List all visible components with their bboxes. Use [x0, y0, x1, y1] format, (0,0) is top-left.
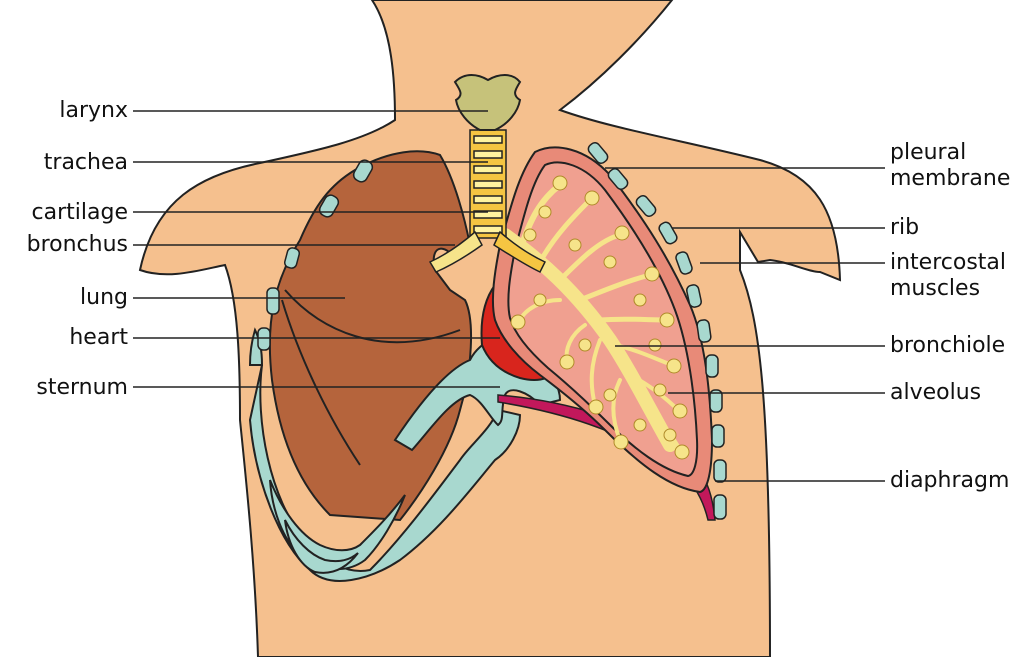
label-heart: heart: [30, 325, 128, 351]
label-intercostal-muscles: intercostal muscles: [890, 250, 1006, 302]
label-larynx: larynx: [30, 98, 128, 124]
label-lung: lung: [30, 285, 128, 311]
label-pleural-membrane: pleural membrane: [890, 140, 1010, 192]
label-cartilage: cartilage: [5, 200, 128, 226]
label-trachea: trachea: [20, 150, 128, 176]
label-bronchus: bronchus: [5, 232, 128, 258]
label-rib: rib: [890, 215, 919, 241]
label-intercostal-line1: intercostal: [890, 250, 1006, 276]
label-bronchiole-line1: bronchiole: [890, 333, 1005, 359]
label-bronchiole: bronchiole: [890, 333, 1005, 359]
label-pleural-membrane-line1: pleural: [890, 140, 1010, 166]
label-alveolus-line1: alveolus: [890, 380, 981, 406]
label-rib-line1: rib: [890, 215, 919, 241]
trachea-tube: [470, 130, 506, 238]
label-intercostal-line2: muscles: [890, 276, 1006, 302]
label-diaphragm-line1: diaphragm: [890, 468, 1009, 494]
label-alveolus: alveolus: [890, 380, 981, 406]
label-sternum: sternum: [10, 375, 128, 401]
label-diaphragm: diaphragm: [890, 468, 1009, 494]
label-pleural-membrane-line2: membrane: [890, 166, 1010, 192]
